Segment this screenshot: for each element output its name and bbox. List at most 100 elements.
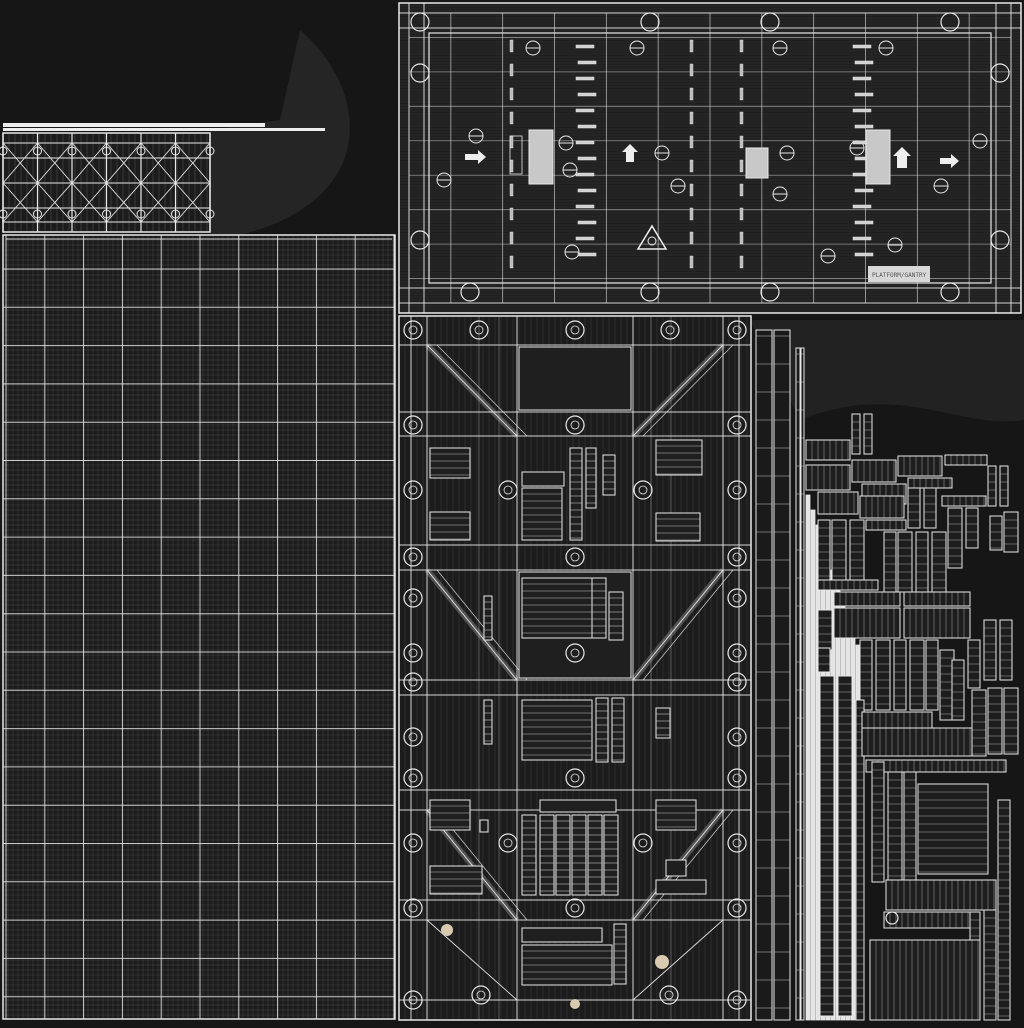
shading-blob <box>750 320 1024 422</box>
part-piece <box>849 519 865 581</box>
part-piece <box>805 464 851 491</box>
part-inset <box>429 447 471 479</box>
part-inset <box>655 439 703 476</box>
part-piece <box>805 439 851 461</box>
parts-cluster <box>805 413 1019 1021</box>
part-inset <box>595 697 609 763</box>
part-piece <box>931 531 947 593</box>
part-inset <box>429 511 471 541</box>
part-piece <box>951 659 965 721</box>
part-inset <box>603 814 619 896</box>
part-piece <box>897 455 943 477</box>
part-inset <box>591 577 607 639</box>
part-inset <box>521 814 537 896</box>
uv-strip <box>3 128 325 131</box>
part-inset <box>613 923 627 985</box>
part-inset <box>569 447 583 541</box>
part-inset <box>611 697 625 763</box>
part-piece <box>897 531 913 593</box>
hatch-panel <box>745 147 769 179</box>
grid-panel-large <box>2 234 396 1020</box>
vertical-strip <box>773 329 791 1021</box>
part-piece <box>1003 687 1019 755</box>
part-piece <box>859 495 905 519</box>
part-inset <box>655 879 707 895</box>
vertical-strip <box>800 347 805 1021</box>
part-inset <box>539 814 555 896</box>
warning-triangle-icon <box>636 224 668 250</box>
thin-strip <box>805 494 811 1021</box>
part-piece <box>999 619 1013 681</box>
part-piece <box>869 939 981 1021</box>
part-inset <box>521 487 563 541</box>
platform-inner <box>428 32 992 284</box>
part-piece <box>861 727 973 757</box>
part-piece <box>989 515 1003 551</box>
part-inset <box>655 799 697 831</box>
hatch-panel <box>865 129 891 185</box>
truss-panel-main <box>398 315 752 1021</box>
part-piece <box>885 879 997 911</box>
part-piece <box>923 487 937 529</box>
part-piece <box>947 507 963 569</box>
part-inset <box>429 865 483 895</box>
part-inset <box>539 799 617 813</box>
part-piece <box>907 487 921 529</box>
part-piece <box>997 799 1011 1021</box>
part-piece <box>851 459 897 483</box>
part-inset <box>521 699 593 761</box>
part-piece <box>907 477 953 489</box>
part-inset <box>587 814 603 896</box>
part-piece <box>859 639 873 711</box>
part-piece <box>1003 511 1019 553</box>
part-piece <box>893 639 907 711</box>
part-piece <box>833 591 901 607</box>
part-piece <box>925 639 939 711</box>
shading-blob <box>210 30 350 235</box>
decal-plate <box>868 266 930 282</box>
part-piece <box>941 495 987 507</box>
arrow-right-icon <box>940 154 959 168</box>
part-piece <box>871 761 885 883</box>
part-piece <box>837 675 853 1017</box>
part-piece <box>903 771 917 883</box>
part-piece <box>875 639 891 711</box>
part-piece <box>903 607 971 639</box>
part-piece <box>861 711 933 729</box>
arrow-up-icon <box>622 144 638 162</box>
part-piece <box>987 465 997 507</box>
part-piece <box>987 687 1003 755</box>
part-inset <box>521 577 593 639</box>
part-piece <box>944 454 988 466</box>
part-piece <box>863 413 873 455</box>
part-piece <box>833 607 901 639</box>
platform-top-panel <box>398 2 1022 314</box>
part-inset <box>521 927 603 943</box>
part-piece <box>819 675 835 1017</box>
part-piece <box>865 759 1007 773</box>
part-piece <box>999 465 1009 507</box>
part-inset <box>571 814 587 896</box>
part-inset <box>665 859 687 877</box>
part-inset <box>555 814 571 896</box>
id-plate <box>509 135 523 175</box>
part-piece <box>817 609 833 651</box>
part-piece <box>817 647 831 673</box>
part-piece <box>903 591 971 607</box>
part-inset <box>483 595 493 641</box>
part-inset <box>608 591 624 641</box>
part-inset <box>655 707 671 739</box>
part-piece <box>883 531 897 593</box>
part-piece <box>909 639 925 711</box>
hatch-panel <box>528 129 554 185</box>
truss-panel-small <box>0 132 215 233</box>
part-piece <box>971 689 987 757</box>
decal-label: PLATFORM/GANTRY <box>872 272 927 279</box>
part-piece <box>983 909 997 1021</box>
grid-border <box>2 234 396 1020</box>
part-inset <box>483 699 493 745</box>
arrow-up-icon <box>893 147 911 168</box>
part-piece <box>831 519 847 581</box>
